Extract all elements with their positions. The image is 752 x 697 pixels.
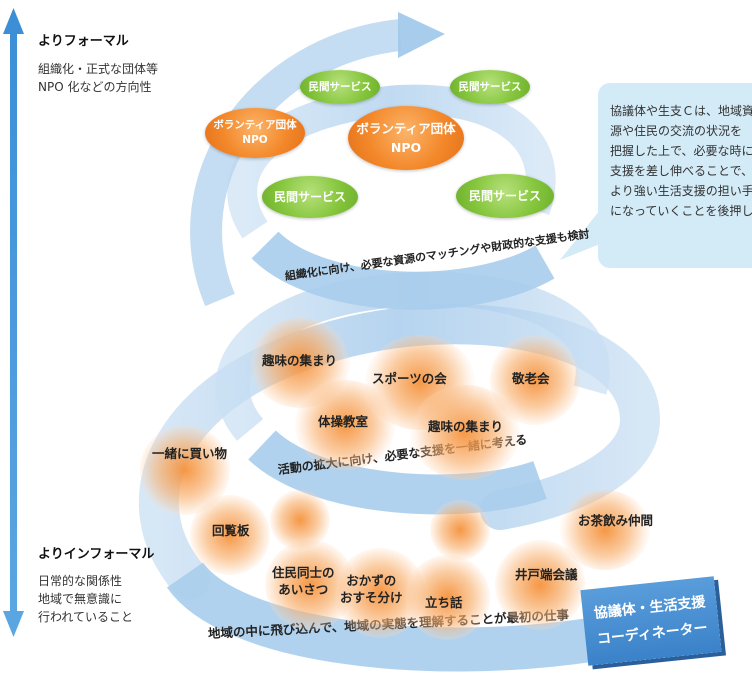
informal-description: 日常的な関係性 地域で無意識に 行われていること <box>38 572 133 626</box>
group-hobby-1: 趣味の集まり <box>262 353 338 368</box>
org-volunteer-npo-2: ボランティア団体 NPO <box>348 106 464 170</box>
activity-well-side-chat: 井戸端会議 <box>515 567 578 582</box>
spiral-band-top-front <box>251 230 555 310</box>
informal-line-2: 地域で無意識に <box>38 592 123 606</box>
callout-line-6: になっていくことを後押し。 <box>610 204 752 218</box>
activity-blob <box>270 490 330 550</box>
activity-chatting: 立ち話 <box>425 595 463 610</box>
org-label: 民間サービス <box>458 80 522 93</box>
org-private-service-4: 民間サービス <box>456 174 554 218</box>
coordinator-box: 協議体・生活支援 コーディネーター <box>580 576 722 666</box>
informal-line-1: 日常的な関係性 <box>38 574 123 588</box>
activity-greetings: 住民同士の あいさつ <box>272 565 335 597</box>
activity-blob <box>405 555 490 640</box>
activity-shopping: 一緒に買い物 <box>152 446 228 461</box>
formal-title: よりフォーマル <box>38 34 129 49</box>
top-arrow-head <box>398 12 445 58</box>
activity-blob <box>430 500 490 560</box>
group-sports: スポーツの会 <box>372 371 447 386</box>
org-private-service-3: 民間サービス <box>262 176 358 218</box>
org-label: 民間サービス <box>468 188 541 203</box>
formal-description: 組織化・正式な団体等 NPO 化などの方向性 <box>38 60 158 96</box>
group-blob <box>410 385 520 480</box>
org-label: 民間サービス <box>308 80 372 93</box>
formal-line-1: 組織化・正式な団体等 <box>38 62 159 76</box>
group-blob <box>295 380 395 470</box>
org-volunteer-npo-1: ボランティア団体 NPO <box>205 108 305 158</box>
activity-tea-friends: お茶飲み仲間 <box>578 513 654 528</box>
group-hobby-2: 趣味の集まり <box>428 419 504 434</box>
org-label: 民間サービス <box>273 189 346 204</box>
vertical-axis-arrow <box>3 8 24 637</box>
activity-blob <box>190 495 270 575</box>
spiral-band-middle-front <box>248 429 547 515</box>
callout-line-5: より強い生活支援の担い手 <box>610 184 752 198</box>
activity-circular: 回覧板 <box>212 523 250 538</box>
group-exercise: 体操教室 <box>318 414 369 429</box>
callout-line-2: 源や住民の交流の状況を <box>610 124 743 138</box>
group-elderly-club: 敬老会 <box>512 371 550 386</box>
activity-sharing-food: おかずの おすそ分け <box>340 573 403 605</box>
org-private-service-1: 民間サービス <box>300 70 380 104</box>
callout-pointer <box>560 210 600 260</box>
informal-title: よりインフォーマル <box>38 547 155 562</box>
informal-line-3: 行われていること <box>38 610 134 624</box>
activity-blob <box>560 490 650 570</box>
org-sublabel: NPO <box>242 134 268 146</box>
callout-box: 協議体や生支Ｃは、地域資 源や住民の交流の状況を 把握した上で、必要な時に 支援… <box>598 83 752 268</box>
spiral-band-bottom-front <box>166 561 594 672</box>
callout-line-4: 支援を差し伸べることで、 <box>610 164 752 178</box>
formal-line-2: NPO 化などの方向性 <box>38 80 152 94</box>
org-label: ボランティア団体 <box>213 119 297 131</box>
spiral-band-top <box>227 84 556 239</box>
org-sublabel: NPO <box>390 140 422 155</box>
org-label: ボランティア団体 <box>356 121 456 136</box>
org-private-service-2: 民間サービス <box>450 70 530 104</box>
callout-line-3: 把握した上で、必要な時に <box>610 144 752 158</box>
callout-line-1: 協議体や生支Ｃは、地域資 <box>610 104 752 118</box>
